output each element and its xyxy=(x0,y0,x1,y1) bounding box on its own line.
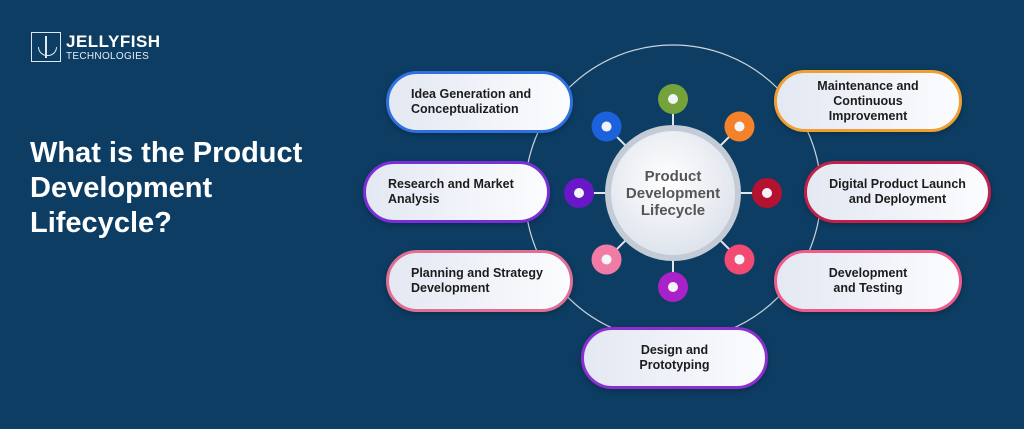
stage-development-testing: Development and Testing xyxy=(774,250,962,312)
page-title: What is the Product Development Lifecycl… xyxy=(30,137,303,239)
node-dot-center xyxy=(762,188,772,198)
node-dot-center xyxy=(668,282,678,292)
node-dot-center xyxy=(601,121,612,132)
logo: JELLYFISH TECHNOLOGIES xyxy=(31,32,161,62)
stage-launch: Digital Product Launch and Deployment xyxy=(804,161,991,223)
stage-research: Research and Market Analysis xyxy=(363,161,550,223)
node-dot-center xyxy=(574,188,584,198)
center-label: Product Development Lifecycle xyxy=(625,167,721,219)
stage-maintenance: Maintenance and Continuous Improvement xyxy=(774,70,962,132)
node-dot-center xyxy=(668,94,678,104)
center-circle xyxy=(611,131,735,255)
stage-idea-generation: Idea Generation and Conceptualization xyxy=(386,71,573,133)
stage-planning: Planning and Strategy Development xyxy=(386,250,573,312)
stage-design: Design and Prototyping xyxy=(581,327,768,389)
logo-name: JELLYFISH xyxy=(66,31,161,51)
node-dot-center xyxy=(734,121,745,132)
jellyfish-logo-icon xyxy=(31,32,61,62)
node-dot-center xyxy=(601,254,612,265)
node-dot-center xyxy=(734,254,745,265)
logo-subtitle: TECHNOLOGIES xyxy=(66,50,150,62)
